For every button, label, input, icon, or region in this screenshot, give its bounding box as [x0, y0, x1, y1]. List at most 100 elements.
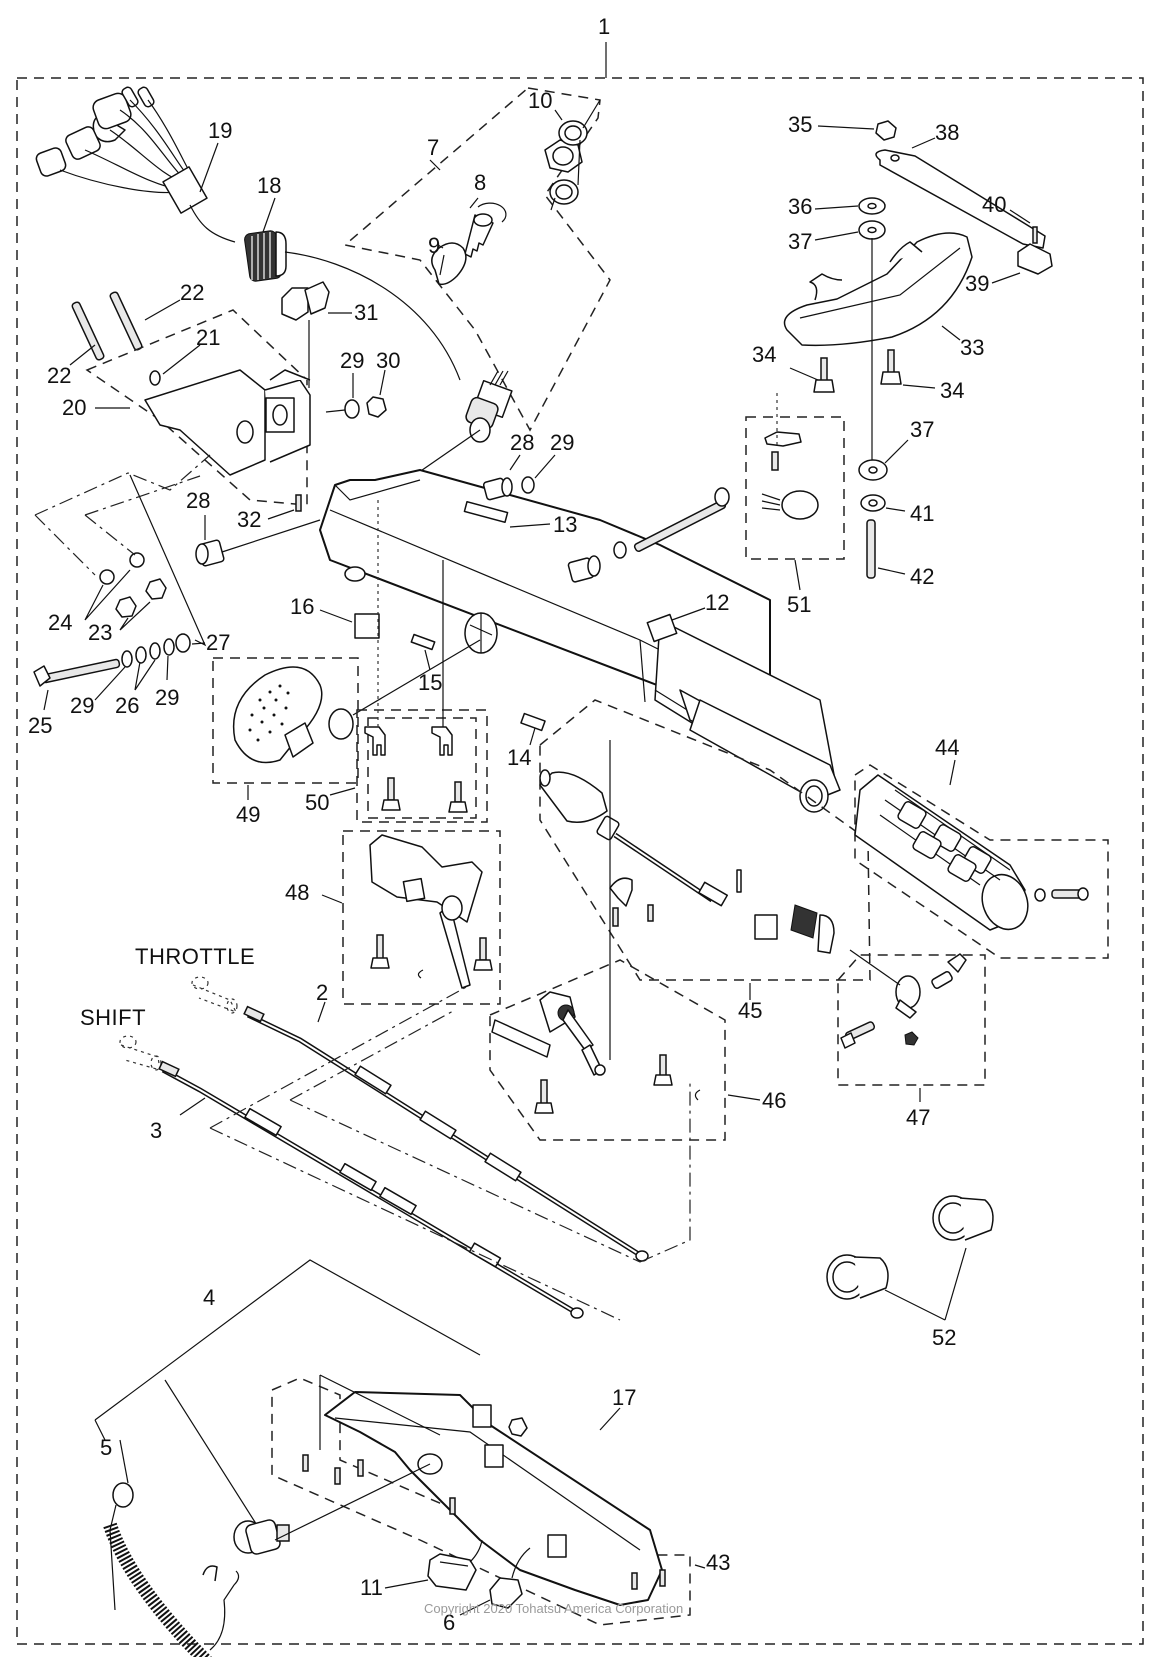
callout-37-bottom[interactable]: 37	[910, 417, 934, 442]
callout-6[interactable]: 6	[443, 1610, 455, 1635]
sensor-switch-part[interactable]	[761, 392, 819, 520]
callout-16[interactable]: 16	[290, 594, 314, 619]
callout-38[interactable]: 38	[935, 120, 959, 145]
stop-switch-part[interactable]	[233, 1519, 290, 1556]
callout-34-left[interactable]: 34	[752, 342, 776, 367]
wire-harness-part[interactable]	[35, 86, 236, 243]
washer-part[interactable]	[613, 541, 627, 559]
knob-part[interactable]	[431, 242, 467, 286]
callout-27[interactable]: 27	[206, 630, 230, 655]
stud-bolt-part[interactable]	[71, 291, 143, 361]
callout-7[interactable]: 7	[427, 135, 439, 160]
flange-bolt-part[interactable]	[813, 349, 902, 393]
callout-37-top[interactable]: 37	[788, 229, 812, 254]
callout-24[interactable]: 24	[48, 610, 72, 635]
bushing-part[interactable]	[482, 477, 513, 501]
callout-1[interactable]: 1	[598, 14, 610, 39]
washer-part[interactable]	[521, 476, 535, 494]
callout-30[interactable]: 30	[376, 348, 400, 373]
screw-part[interactable]	[1032, 226, 1038, 244]
long-bolt-part[interactable]	[633, 500, 727, 553]
steering-plate-part[interactable]	[783, 232, 973, 347]
washer-stack-part[interactable]	[121, 633, 191, 668]
handle-grip-part[interactable]	[854, 774, 1089, 936]
tiller-arm-part[interactable]	[319, 469, 841, 813]
callout-35[interactable]: 35	[788, 112, 812, 137]
callout-44[interactable]: 44	[935, 735, 959, 760]
shift-linkage-part[interactable]	[491, 740, 701, 1114]
callout-28-left[interactable]: 28	[186, 488, 210, 513]
key-switch-body-part[interactable]	[349, 370, 513, 521]
callout-29-mid[interactable]: 29	[155, 685, 179, 710]
pin-part[interactable]	[149, 370, 161, 386]
screw-part[interactable]	[295, 494, 302, 512]
kill-switch-part[interactable]	[427, 1539, 483, 1591]
callout-11[interactable]: 11	[360, 1575, 383, 1600]
callout-20[interactable]: 20	[62, 395, 86, 420]
callout-4[interactable]: 4	[203, 1285, 215, 1310]
lever-bracket-part[interactable]	[369, 834, 493, 989]
nut-part[interactable]	[366, 396, 387, 418]
callout-23[interactable]: 23	[88, 620, 112, 645]
washer-part[interactable]	[129, 552, 145, 568]
callout-48[interactable]: 48	[285, 880, 309, 905]
label-decal-14[interactable]	[520, 712, 546, 732]
long-bolt-part[interactable]	[41, 658, 121, 684]
shift-cable-part[interactable]	[158, 1060, 584, 1319]
throttle-shaft-part[interactable]	[539, 769, 835, 954]
callout-50[interactable]: 50	[305, 790, 329, 815]
callout-29-left[interactable]: 29	[70, 693, 94, 718]
callout-29-upper[interactable]: 29	[550, 430, 574, 455]
callout-41[interactable]: 41	[910, 501, 934, 526]
stud-bolt-part[interactable]	[866, 519, 876, 579]
callout-43[interactable]: 43	[706, 1550, 730, 1575]
callout-39[interactable]: 39	[965, 271, 989, 296]
label-decal-12[interactable]	[646, 613, 678, 643]
label-decal-13[interactable]	[463, 500, 509, 524]
nut-part[interactable]	[145, 578, 167, 600]
washer-part[interactable]	[344, 399, 360, 419]
bushing-part[interactable]	[567, 555, 601, 583]
lanyard-part[interactable]	[103, 1482, 240, 1657]
callout-45[interactable]: 45	[738, 998, 762, 1023]
callout-40[interactable]: 40	[982, 192, 1006, 217]
label-decal-15[interactable]	[410, 633, 436, 651]
grommet-part[interactable]	[244, 230, 461, 381]
throttle-knob-part[interactable]	[232, 639, 481, 764]
callout-18[interactable]: 18	[257, 173, 281, 198]
callout-8[interactable]: 8	[474, 170, 486, 195]
steering-bar-part[interactable]	[875, 149, 1046, 249]
callout-33[interactable]: 33	[960, 335, 984, 360]
callout-29-top[interactable]: 29	[340, 348, 364, 373]
callout-22-lower[interactable]: 22	[47, 363, 71, 388]
lower-cover-part[interactable]	[274, 1374, 666, 1606]
callout-34-right[interactable]: 34	[940, 378, 964, 403]
callout-21[interactable]: 21	[196, 325, 220, 350]
callout-25[interactable]: 25	[28, 713, 52, 738]
callout-2[interactable]: 2	[316, 980, 328, 1005]
nut-part[interactable]	[115, 596, 137, 618]
callout-5[interactable]: 5	[100, 1435, 112, 1460]
callout-51[interactable]: 51	[787, 592, 811, 617]
callout-13[interactable]: 13	[553, 512, 577, 537]
callout-31[interactable]: 31	[354, 300, 378, 325]
callout-42[interactable]: 42	[910, 564, 934, 589]
bushing-part[interactable]	[195, 539, 225, 567]
callout-26[interactable]: 26	[115, 693, 139, 718]
key-part[interactable]	[464, 202, 507, 258]
bracket-clip-part[interactable]	[364, 500, 468, 813]
connector-part[interactable]	[489, 1547, 531, 1609]
callout-47[interactable]: 47	[906, 1105, 930, 1130]
callout-12[interactable]: 12	[705, 590, 729, 615]
callout-52[interactable]: 52	[932, 1325, 956, 1350]
callout-32[interactable]: 32	[237, 507, 261, 532]
bracket-part[interactable]	[144, 369, 311, 476]
callout-36[interactable]: 36	[788, 194, 812, 219]
callout-17[interactable]: 17	[612, 1385, 636, 1410]
callout-14[interactable]: 14	[507, 745, 531, 770]
throttle-cable-part[interactable]	[243, 1005, 649, 1262]
friction-adjuster-part[interactable]	[840, 949, 967, 1049]
callout-49[interactable]: 49	[236, 802, 260, 827]
callout-10[interactable]: 10	[528, 88, 552, 113]
callout-19[interactable]: 19	[208, 118, 232, 143]
